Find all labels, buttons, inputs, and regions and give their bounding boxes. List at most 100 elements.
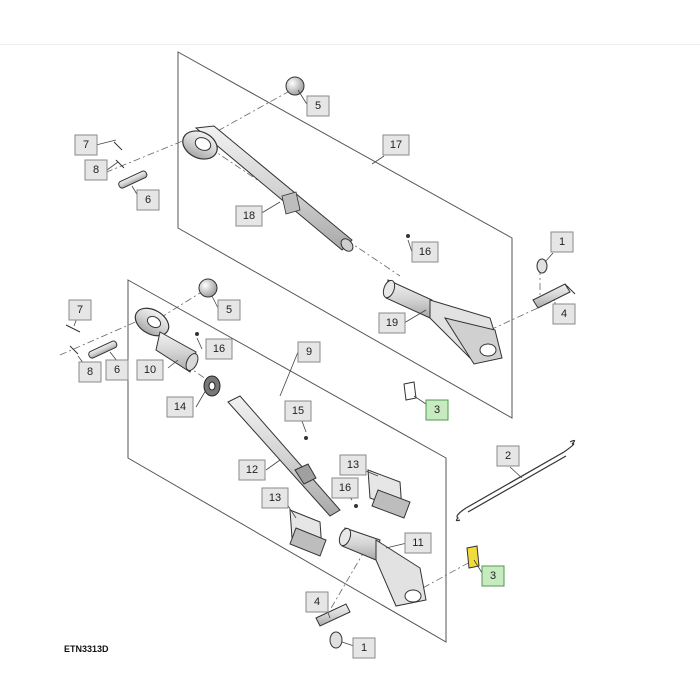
callout-box bbox=[305, 591, 329, 613]
callout-6: 6 bbox=[105, 359, 129, 381]
callout-number: 1 bbox=[559, 236, 565, 248]
callout-box bbox=[235, 205, 263, 227]
callout-number: 14 bbox=[174, 401, 186, 413]
callout-number: 10 bbox=[144, 364, 156, 376]
callout-number: 5 bbox=[315, 100, 321, 112]
callout-13: 13 bbox=[339, 454, 367, 476]
callout-4: 4 bbox=[552, 303, 576, 325]
callout-number: 13 bbox=[347, 459, 359, 471]
callout-number: 18 bbox=[243, 210, 255, 222]
spring-pin-icon bbox=[304, 436, 308, 440]
callout-number: 8 bbox=[87, 366, 93, 378]
callout-box bbox=[352, 637, 376, 659]
callout-box bbox=[306, 95, 330, 117]
callout-4: 4 bbox=[305, 591, 329, 613]
grease-fitting-icon bbox=[406, 234, 410, 238]
callout-box bbox=[331, 477, 359, 499]
callout-number: 1 bbox=[361, 642, 367, 654]
grease-fitting-icon bbox=[195, 332, 199, 336]
callout-6: 6 bbox=[136, 189, 160, 211]
upper-link-rod bbox=[182, 125, 354, 252]
check-chain-rod bbox=[455, 439, 576, 522]
callout-box bbox=[550, 231, 574, 253]
callout-number: 6 bbox=[145, 194, 151, 206]
callout-number: 17 bbox=[390, 139, 402, 151]
callout-14: 14 bbox=[166, 396, 194, 418]
upper-pins bbox=[113, 141, 148, 189]
callout-number: 15 bbox=[292, 405, 304, 417]
callout-box bbox=[238, 459, 266, 481]
callout-number: 7 bbox=[77, 304, 83, 316]
callout-box bbox=[84, 159, 108, 181]
upper-fork-tube bbox=[382, 234, 503, 365]
callout-box bbox=[261, 487, 289, 509]
lower-pins bbox=[65, 324, 118, 359]
upper-right-pin bbox=[532, 258, 576, 309]
lower-ball-joint bbox=[198, 278, 218, 298]
callout-10: 10 bbox=[136, 359, 164, 381]
callout-number: 7 bbox=[83, 139, 89, 151]
callout-1: 1 bbox=[550, 231, 574, 253]
lower-threaded-rod bbox=[227, 395, 341, 517]
callout-number: 3 bbox=[490, 570, 496, 582]
callout-box bbox=[378, 312, 406, 334]
callout-box bbox=[136, 359, 164, 381]
lower-washer bbox=[203, 375, 221, 397]
callout-box bbox=[136, 189, 160, 211]
callout-number: 9 bbox=[306, 346, 312, 358]
callout-number: 8 bbox=[93, 164, 99, 176]
callout-11: 11 bbox=[404, 532, 432, 554]
callout-number: 16 bbox=[213, 343, 225, 355]
callout-box bbox=[481, 565, 505, 587]
callout-number: 16 bbox=[339, 482, 351, 494]
figure-id-label: ETN3313D bbox=[64, 644, 109, 654]
stabilizer-block-upper bbox=[367, 469, 411, 519]
lower-socket-housing bbox=[134, 307, 199, 373]
callout-number: 4 bbox=[561, 308, 567, 320]
lower-assembly-panel bbox=[127, 279, 447, 643]
callout-number: 2 bbox=[505, 450, 511, 462]
callout-number: 5 bbox=[226, 304, 232, 316]
callout-number: 4 bbox=[314, 596, 320, 608]
callout-2: 2 bbox=[496, 445, 520, 467]
callout-number: 6 bbox=[114, 364, 120, 376]
callout-box bbox=[382, 134, 410, 156]
callout-box bbox=[411, 241, 439, 263]
lower-fork-tube bbox=[338, 504, 427, 607]
callout-box bbox=[205, 338, 233, 360]
callout-5: 5 bbox=[217, 299, 241, 321]
callout-box bbox=[284, 400, 312, 422]
callout-1: 1 bbox=[352, 637, 376, 659]
callout-16: 16 bbox=[331, 477, 359, 499]
callout-7: 7 bbox=[68, 299, 92, 321]
callout-7: 7 bbox=[74, 134, 98, 156]
callout-box bbox=[404, 532, 432, 554]
callout-box bbox=[78, 361, 102, 383]
callout-3-highlighted: 3 bbox=[481, 565, 505, 587]
callout-19: 19 bbox=[378, 312, 406, 334]
callout-box bbox=[425, 399, 449, 421]
callout-box bbox=[297, 341, 321, 363]
callout-9: 9 bbox=[297, 341, 321, 363]
callout-box bbox=[166, 396, 194, 418]
callout-3-highlighted: 3 bbox=[425, 399, 449, 421]
upper-assembly-panel bbox=[177, 51, 513, 419]
upper-ball-joint bbox=[285, 76, 305, 96]
callout-number: 13 bbox=[269, 492, 281, 504]
callout-box bbox=[217, 299, 241, 321]
callout-number: 16 bbox=[419, 246, 431, 258]
callout-number: 11 bbox=[412, 537, 423, 549]
callout-5: 5 bbox=[306, 95, 330, 117]
callout-13: 13 bbox=[261, 487, 289, 509]
callout-12: 12 bbox=[238, 459, 266, 481]
callout-box bbox=[105, 359, 129, 381]
callout-box bbox=[552, 303, 576, 325]
upper-lock-clip bbox=[403, 381, 417, 401]
callout-8: 8 bbox=[78, 361, 102, 383]
lower-right-pin bbox=[315, 603, 351, 649]
stabilizer-block-lower bbox=[289, 509, 327, 557]
callout-17: 17 bbox=[382, 134, 410, 156]
callout-15: 15 bbox=[284, 400, 312, 422]
callout-box bbox=[74, 134, 98, 156]
